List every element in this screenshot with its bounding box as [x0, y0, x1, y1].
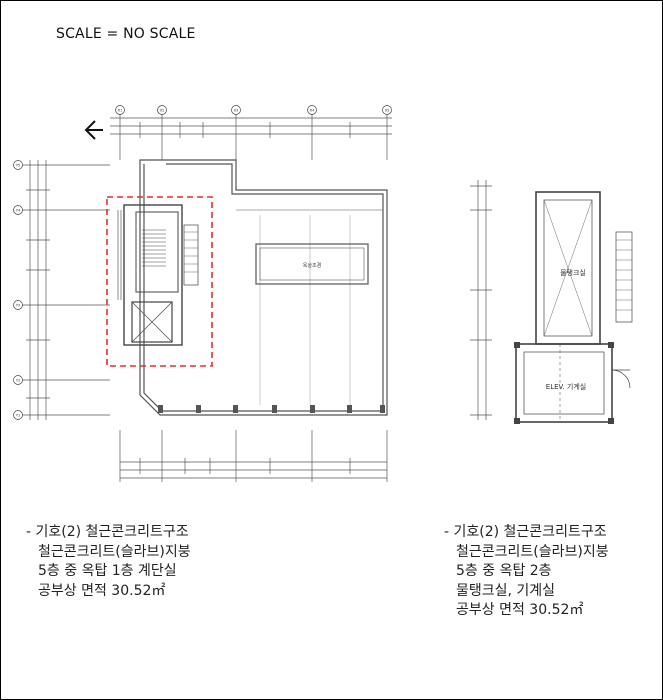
note-left-line-1: - 기호(2) 철근콘크리트구조 — [26, 524, 189, 540]
top-grid-bubbles — [115, 105, 392, 115]
grid-label-y2: Y2 — [16, 378, 20, 382]
note-left: - 기호(2) 철근콘크리트구조 철근콘크리트(슬라브)지붕 5층 중 옥탑 1… — [26, 523, 191, 601]
main-plan — [139, 159, 388, 416]
note-right: - 기호(2) 철근콘크리트구조 철근콘크리트(슬라브)지붕 5층 중 옥탑 2… — [444, 523, 609, 621]
scale-note: SCALE = NO SCALE — [56, 26, 196, 42]
note-right-line-2: 철근콘크리트(슬라브)지붕 — [456, 543, 609, 560]
label-elevator-machine: ELEV. 기계실 — [546, 382, 586, 391]
north-arrow-icon — [84, 120, 103, 140]
grid-label-x3: X3 — [234, 108, 239, 112]
note-right-line-4: 물탱크실, 기계실 — [456, 582, 556, 599]
note-right-line-3: 5층 중 옥탑 2층 — [456, 563, 552, 579]
grid-label-x5: X5 — [385, 108, 390, 112]
bottom-dimension-lines — [119, 430, 388, 482]
left-dimension-lines — [22, 160, 110, 420]
note-right-line-5: 공부상 면적 30.52㎡ — [456, 602, 584, 618]
note-left-line-2: 철근콘크리트(슬라브)지붕 — [38, 543, 191, 560]
grid-label-y5: Y5 — [16, 163, 20, 167]
grid-label-x2: X2 — [160, 108, 165, 112]
top-dimension-lines — [110, 110, 392, 160]
note-left-line-4: 공부상 면적 30.52㎡ — [38, 582, 166, 599]
grid-label-y1: Y1 — [16, 413, 20, 417]
stair-core — [117, 204, 199, 346]
highlight-box — [106, 196, 213, 367]
grid-label-y4: Y4 — [16, 208, 21, 212]
note-left-line-3: 5층 중 옥탑 1층 계단실 — [38, 563, 177, 579]
grid-label-y3: Y3 — [16, 303, 20, 307]
left-grid-bubbles — [13, 160, 23, 420]
grid-label-x1: X1 — [118, 108, 123, 112]
note-right-line-1: - 기호(2) 철근콘크리트구조 — [444, 524, 607, 540]
grid-label-x4: X4 — [310, 108, 315, 112]
label-rooftop-garden: 옥상조경 — [303, 262, 321, 269]
right-dimension-lines — [470, 180, 492, 420]
rooftop-2f-plan — [514, 191, 633, 424]
column-marks — [158, 405, 385, 413]
label-water-tank: 물탱크실 — [560, 268, 586, 277]
